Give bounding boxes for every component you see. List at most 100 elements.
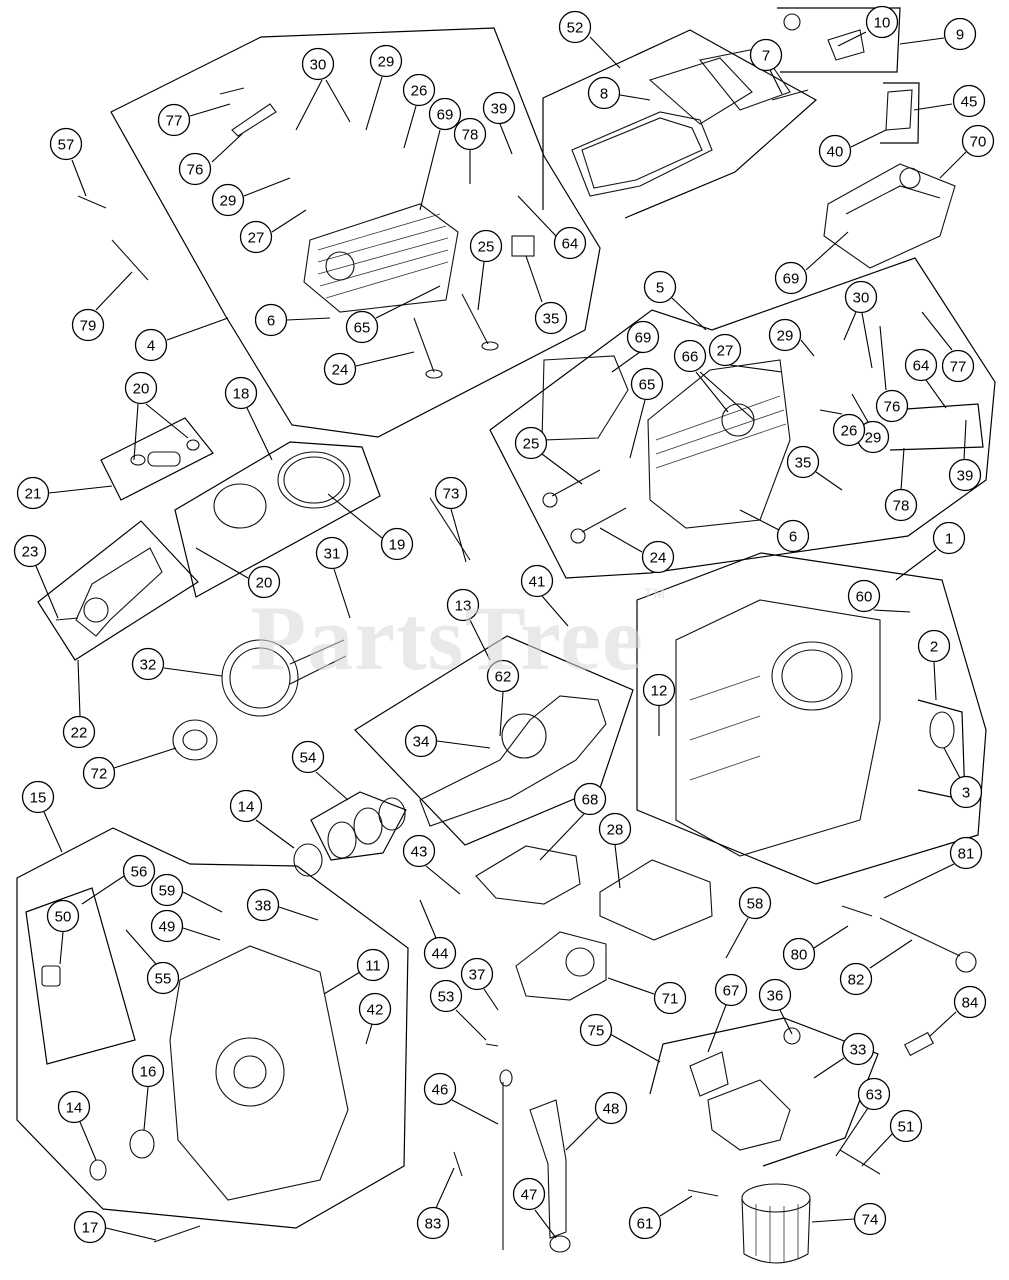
callout-circle [520,564,554,598]
callout-circle [630,367,664,401]
callout-circle [404,724,438,758]
cylinder-head-6-drawing [303,203,535,379]
outline-group-5 [489,257,996,579]
outline-group-4 [110,27,601,438]
callout-number: 59 [159,883,176,900]
callout-circle [369,44,403,78]
callout-number: 29 [220,193,237,210]
callout-number: 76 [884,399,901,416]
callout-circle [558,10,592,44]
callout-number: 6 [789,529,797,546]
callout-circle [224,376,258,410]
callout-7: 7 [749,38,783,72]
callout-number: 64 [562,236,579,253]
callout-number: 2 [930,639,938,656]
callout-circle [157,103,191,137]
callout-51: 51 [889,1109,923,1143]
callout-circle [356,948,390,982]
callout-61: 61 [628,1206,662,1240]
callout-circle [948,458,982,492]
callout-number: 38 [255,898,272,915]
callout-26: 26 [832,413,866,447]
callout-circle [768,318,802,352]
callout-60: 60 [847,579,881,613]
cylinder-head-70-drawing [823,163,956,269]
callout-circle [776,519,810,553]
callout-circle [786,445,820,479]
callout-65: 65 [630,367,664,401]
callout-30: 30 [844,280,878,314]
callout-38: 38 [246,888,280,922]
callout-67: 67 [714,973,748,1007]
callout-number: 35 [543,311,560,328]
callout-circle [254,303,288,337]
callout-number: 34 [413,734,430,751]
callout-circle [953,985,987,1019]
callout-number: 46 [432,1082,449,1099]
outline-group-22 [37,520,199,661]
valve-cover-gasket-drawing [571,47,809,197]
outline-group-64 [889,403,984,451]
callout-number: 62 [495,669,512,686]
callout-circle [774,261,808,295]
cylinder-head-6b-drawing [541,355,791,544]
callout-number: 13 [455,598,472,615]
callout-circle [323,352,357,386]
crankcase-drawing [675,599,955,857]
callout-79: 79 [71,308,105,342]
callout-21: 21 [16,476,50,510]
callout-number: 61 [637,1216,654,1233]
callout-20: 20 [124,371,158,405]
callout-73: 73 [434,476,468,510]
callout-6: 6 [776,519,810,553]
callout-45: 45 [952,84,986,118]
callout-circle [482,91,516,125]
callout-number: 83 [425,1216,442,1233]
callout-circle [844,280,878,314]
callout-number: 32 [140,657,157,674]
fastener-drawings [77,13,913,1243]
callout-circle [818,134,852,168]
callout-circle [358,992,392,1026]
callout-number: 69 [783,271,800,288]
callout-circle [57,1090,91,1124]
callout-14: 14 [57,1090,91,1124]
callout-circle [453,117,487,151]
part-drawings [41,13,977,1264]
callout-34: 34 [404,724,438,758]
callout-circle [131,647,165,681]
callout-circle [853,1202,887,1236]
callout-number: 14 [66,1100,83,1117]
callout-number: 57 [58,137,75,154]
callout-80: 80 [782,937,816,971]
callout-number: 40 [827,144,844,161]
callout-circle [641,540,675,574]
callout-number: 1 [945,531,953,548]
callout-circle [832,413,866,447]
outline-group-75 [649,1017,879,1167]
callout-circle [628,1206,662,1240]
outline-group-56 [25,887,136,1065]
callout-32: 32 [131,647,165,681]
callout-circle [62,715,96,749]
callout-number: 76 [187,162,204,179]
callout-number: 29 [378,54,395,71]
callout-50: 50 [46,899,80,933]
callout-number: 72 [91,766,108,783]
callout-circle [291,740,325,774]
callout-number: 39 [491,101,508,118]
callout-1: 1 [932,521,966,555]
callout-circle [423,1072,457,1106]
callout-circle [150,873,184,907]
callout-number: 27 [717,343,734,360]
callout-36: 36 [758,978,792,1012]
callout-circle [738,886,772,920]
callout-number: 42 [367,1002,384,1019]
callout-number: 64 [913,358,930,375]
callout-25: 25 [469,229,503,263]
callout-8: 8 [587,76,621,110]
leader-lines [35,31,967,1241]
callout-53: 53 [429,979,463,1013]
callout-circle [847,579,881,613]
